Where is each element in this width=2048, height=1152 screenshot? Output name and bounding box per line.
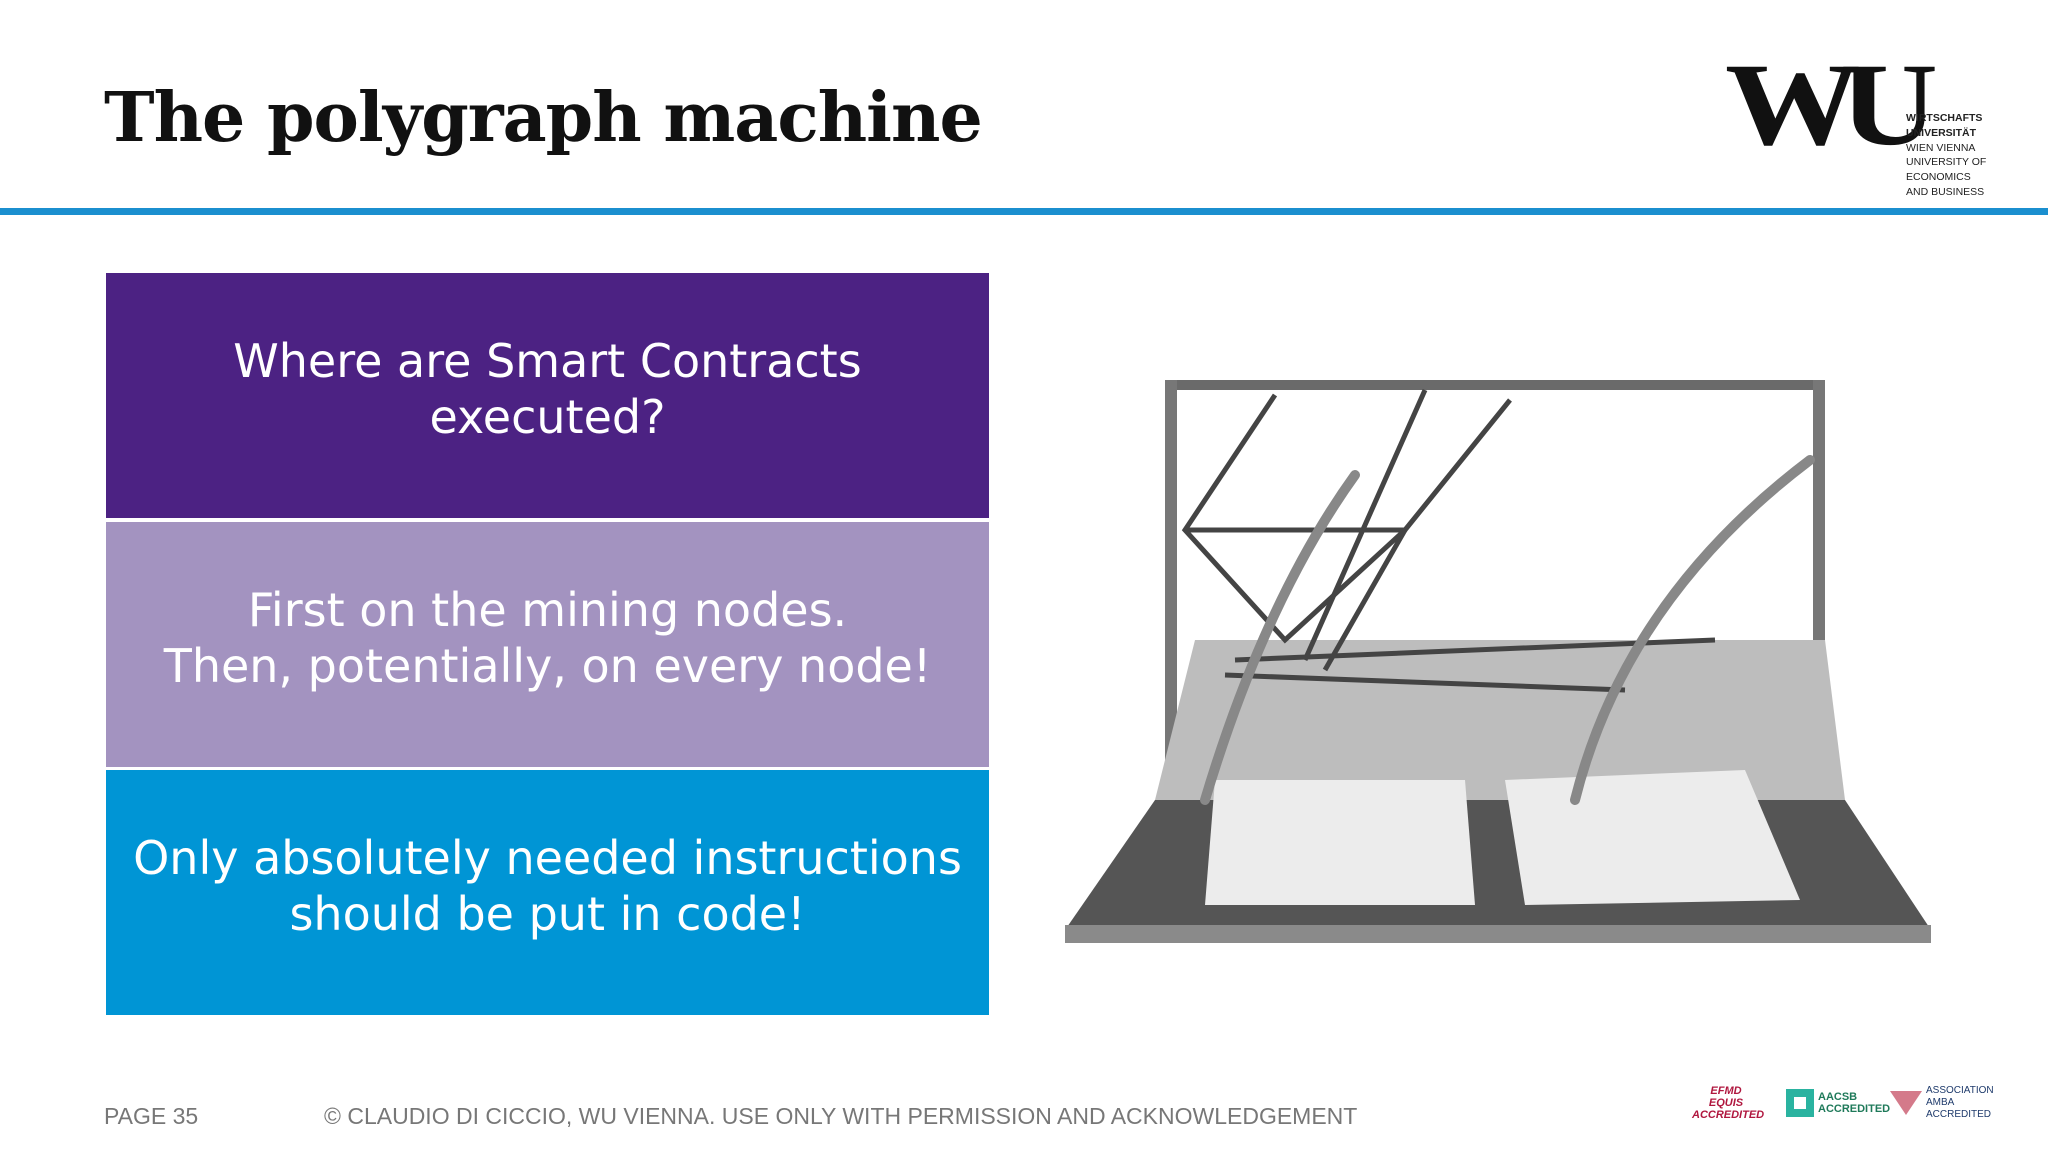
aacsb-mark-icon xyxy=(1786,1089,1814,1117)
equis-logo-text: EFMD EQUIS ACCREDITED xyxy=(1692,1085,1765,1121)
amba-logo-text: ASSOCIATION AMBA ACCREDITED xyxy=(1926,1085,1994,1120)
polygraph-image xyxy=(1065,380,1931,943)
equis-logo: EFMD EQUIS ACCREDITED xyxy=(1692,1078,1765,1128)
wu-logo-mark: WU xyxy=(1725,39,1938,170)
wu-logo: WU WIRTSCHAFTS UNIVERSITÄT WIEN VIENNA U… xyxy=(1725,39,2025,205)
page-title: The polygraph machine xyxy=(104,78,983,158)
amba-logo: ASSOCIATION AMBA ACCREDITED xyxy=(1890,1078,2014,1128)
header-divider xyxy=(0,208,2048,215)
aacsb-logo: AACSB ACCREDITED xyxy=(1786,1078,1891,1128)
copyright-notice: © CLAUDIO DI CICCIO, WU VIENNA. USE ONLY… xyxy=(324,1103,1358,1129)
amba-diamond-icon xyxy=(1890,1091,1922,1115)
answer-box: First on the mining nodes.Then, potentia… xyxy=(106,522,989,767)
aacsb-logo-text: AACSB ACCREDITED xyxy=(1818,1091,1891,1115)
wu-logo-text: WIRTSCHAFTS UNIVERSITÄT WIEN VIENNA UNIV… xyxy=(1906,112,1987,198)
page-number: PAGE 35 xyxy=(104,1103,199,1129)
